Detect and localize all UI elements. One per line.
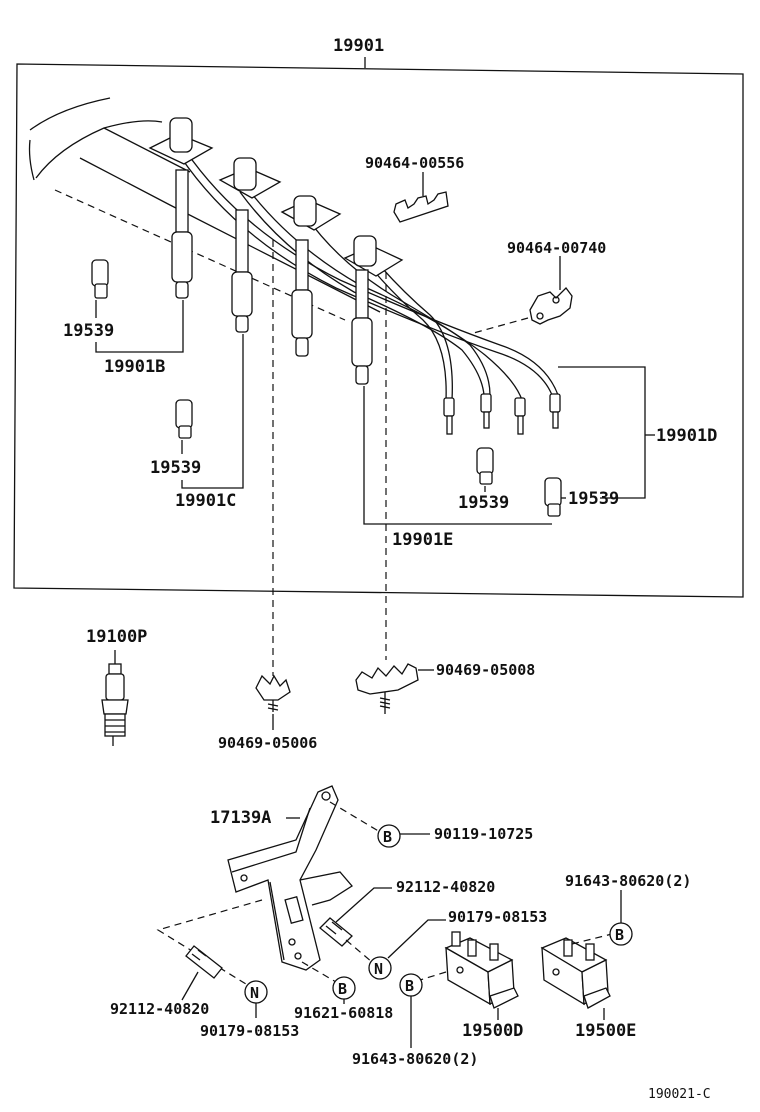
- plug-cord-2: [231, 209, 253, 333]
- dash-clamp-b: [469, 317, 529, 335]
- dash-coil-e: [571, 933, 613, 945]
- label-boot-1[interactable]: 19539: [63, 321, 114, 341]
- label-boot-3[interactable]: 19539: [458, 493, 509, 513]
- label-cord-d[interactable]: 19901D: [656, 426, 717, 446]
- marker-b2-text: B: [338, 980, 347, 998]
- label-boot-4[interactable]: 19539: [568, 489, 619, 509]
- label-spark-plug[interactable]: 19100P: [86, 627, 147, 647]
- clip-single: [255, 674, 291, 712]
- label-clamp-a[interactable]: 90464-00556: [365, 154, 464, 172]
- label-bolt-lower[interactable]: 91621-60818: [294, 1004, 393, 1022]
- label-cord-b[interactable]: 19901B: [104, 357, 165, 377]
- head-terminals: [148, 117, 404, 277]
- plug-cord-1: [171, 169, 193, 299]
- marker-b3-text: B: [405, 977, 414, 995]
- bracket-cord-e: [363, 386, 552, 525]
- boot-right-2: [544, 477, 562, 517]
- leader-stud-upper: [335, 887, 392, 923]
- assembly-frame: [13, 63, 744, 598]
- spark-plug: [101, 650, 129, 746]
- label-coil-e[interactable]: 19500E: [575, 1021, 636, 1041]
- marker-n1-text: N: [250, 984, 259, 1002]
- label-bracket[interactable]: 17139A: [210, 808, 271, 828]
- bracket-17139a: [227, 785, 353, 971]
- label-cord-c[interactable]: 19901C: [175, 491, 236, 511]
- coil-side-cord-ends: [443, 393, 561, 435]
- plug-cord-3: [291, 239, 313, 357]
- leader-nut-upper: [387, 919, 446, 959]
- engine-head-outline: [28, 97, 381, 321]
- marker-n2-text: N: [374, 960, 383, 978]
- marker-n2: [368, 956, 392, 980]
- label-coil-bolt-lower[interactable]: 91643-80620(2): [352, 1050, 478, 1068]
- label-coil-d[interactable]: 19500D: [462, 1021, 523, 1041]
- boot-left-top: [91, 259, 109, 299]
- label-main-assembly[interactable]: 19901: [333, 36, 384, 56]
- clamp-90464-00556: [393, 191, 449, 223]
- clamp-90464-00740: [529, 287, 573, 325]
- bracket-cord-b: [95, 300, 184, 353]
- dash-bolt-lower: [301, 961, 337, 983]
- dash-bracket-left: [156, 899, 263, 985]
- label-clip-multi[interactable]: 90469-05008: [436, 661, 535, 679]
- coil-19500d: [444, 931, 519, 1009]
- label-coil-bolt-right[interactable]: 91643-80620(2): [565, 872, 691, 890]
- stud-lower: [185, 945, 223, 979]
- diagram-code: 190021-C: [648, 1087, 711, 1102]
- dash-bolt-b: [329, 801, 381, 833]
- label-bolt-b[interactable]: 90119-10725: [434, 825, 533, 843]
- marker-b1: [377, 824, 401, 848]
- stud-upper: [319, 917, 353, 947]
- label-cord-e[interactable]: 19901E: [392, 530, 453, 550]
- boot-right-1: [476, 447, 494, 485]
- label-boot-2[interactable]: 19539: [150, 458, 201, 478]
- marker-b4-text: B: [615, 926, 624, 944]
- coil-19500e: [540, 937, 611, 1009]
- plug-cord-4: [351, 269, 373, 385]
- dash-coil-d: [419, 971, 447, 981]
- boot-left-mid: [175, 399, 193, 439]
- leader-stud-lower: [181, 971, 199, 1001]
- dash-nut-upper: [345, 939, 373, 963]
- clip-multi: [355, 663, 419, 714]
- label-nut-lower[interactable]: 90179-08153: [200, 1022, 299, 1040]
- label-clip-single[interactable]: 90469-05006: [218, 734, 317, 752]
- label-clamp-b[interactable]: 90464-00740: [507, 239, 606, 257]
- label-stud-upper[interactable]: 92112-40820: [396, 878, 495, 896]
- bracket-cord-d: [558, 366, 646, 499]
- label-nut-upper[interactable]: 90179-08153: [448, 908, 547, 926]
- marker-b1-text: B: [383, 828, 392, 846]
- bracket-cord-c: [181, 334, 244, 489]
- label-stud-lower[interactable]: 92112-40820: [110, 1000, 209, 1018]
